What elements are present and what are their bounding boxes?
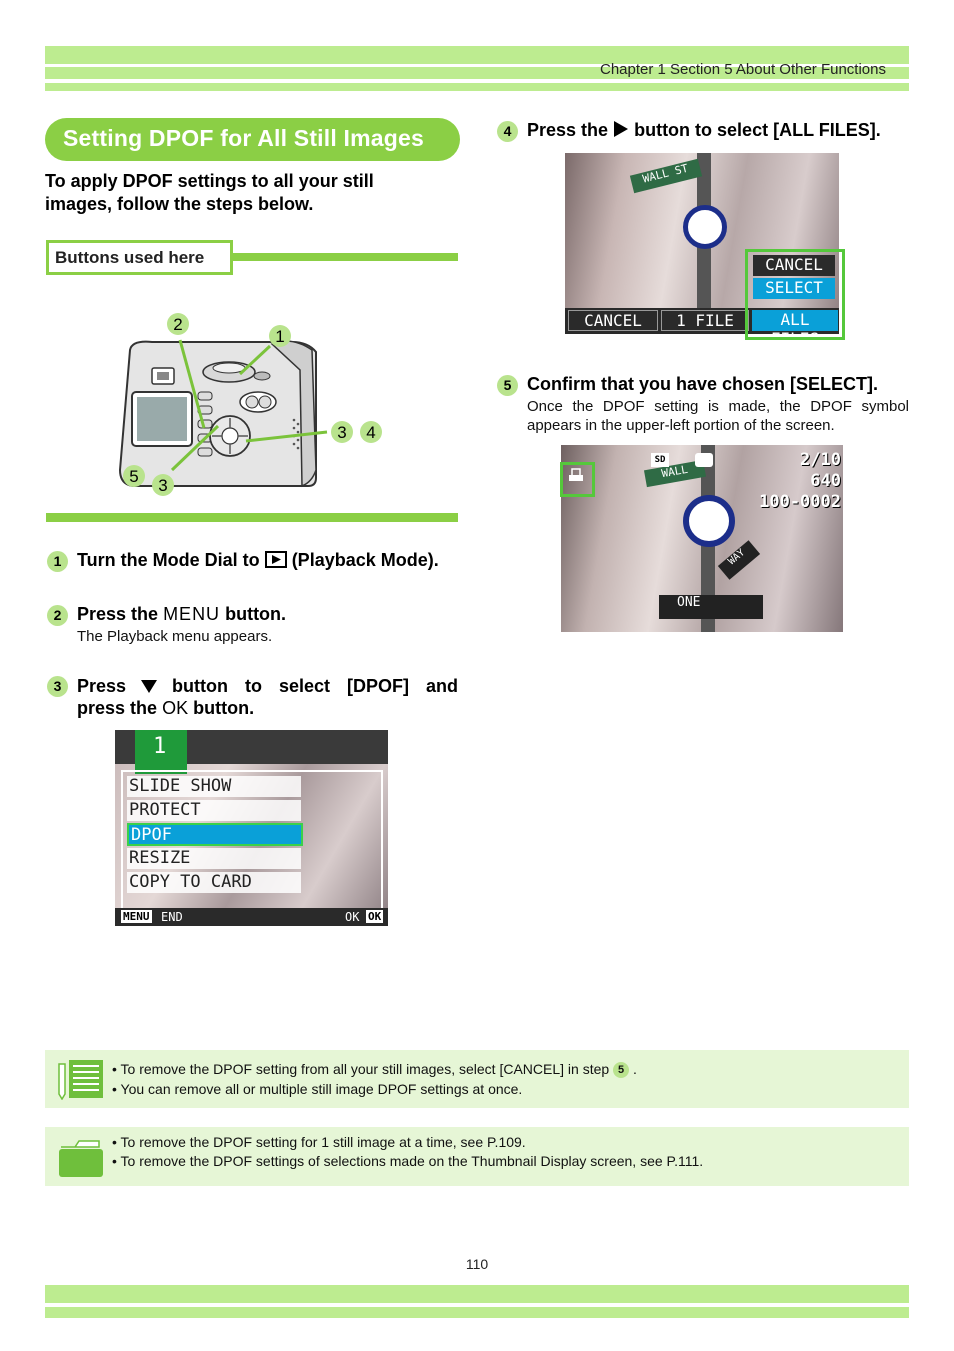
- step-2-heading: Press the MENU button.: [77, 603, 286, 625]
- menu-tab: 1: [135, 730, 187, 774]
- memo-line-1-end: .: [632, 1061, 637, 1077]
- right-triangle-icon: [614, 121, 629, 137]
- step-4-number: 4: [497, 121, 518, 142]
- step-5-number: 5: [497, 375, 518, 396]
- callout-1: 1: [275, 327, 284, 346]
- menu-ok-badge: OK: [366, 910, 384, 923]
- menu-button-word: MENU: [163, 604, 221, 624]
- buttons-used-label: Buttons used here: [55, 248, 205, 267]
- step-1-text-pre: Turn the Mode Dial to: [77, 550, 260, 570]
- step-3-line2-post: button.: [193, 698, 255, 718]
- callout-3b: 3: [158, 476, 167, 495]
- one-way-sign: ONE: [659, 595, 763, 619]
- step-1-number: 1: [47, 551, 68, 572]
- folder-reference-icon: [59, 1140, 103, 1177]
- way-sign: WAY: [717, 540, 761, 580]
- menu-end-label: END: [161, 910, 183, 924]
- bar-1-file[interactable]: 1 FILE: [661, 310, 749, 331]
- menu-key-badge: MENU: [121, 910, 152, 923]
- step-1-text-post: (Playback Mode).: [291, 550, 439, 570]
- chapter-heading: Chapter 1 Section 5 About Other Function…: [599, 61, 886, 78]
- step-5-body-line-2: appears in the upper-left portion of the…: [527, 417, 835, 434]
- playback-menu-screen: 1 SLIDE SHOW PROTECT DPOF RESIZE COPY TO…: [115, 730, 388, 926]
- reference-note: • To remove the DPOF setting for 1 still…: [45, 1127, 909, 1186]
- step-3-heading: Press button to select [DPOF] and press …: [77, 675, 458, 719]
- step-3-line2-pre: press the: [77, 698, 158, 718]
- footer-band-top: [45, 1285, 909, 1303]
- camera-illustration: 2 1 3 4 5 3: [118, 313, 382, 496]
- menu-item-dpof[interactable]: DPOF: [127, 823, 303, 846]
- footer-band-bottom: [45, 1307, 909, 1318]
- camera-mode-icon: [695, 453, 713, 467]
- buttons-used-label-box: Buttons used here: [46, 240, 233, 275]
- reference-line-2: • To remove the DPOF settings of selecti…: [112, 1153, 704, 1169]
- all-files-select-screen: WALL ST CANCEL SELECT CANCEL 1 FILE ALL …: [565, 153, 839, 334]
- step-5-heading: Confirm that you have chosen [SELECT].: [527, 374, 879, 394]
- callout-3: 3: [337, 423, 346, 442]
- intro-line-1: To apply DPOF settings to all your still: [45, 171, 374, 191]
- popup-select[interactable]: SELECT: [753, 278, 835, 299]
- popup-cancel[interactable]: CANCEL: [753, 255, 835, 276]
- sd-card-icon: SD: [651, 453, 669, 467]
- image-size: 640: [810, 471, 841, 491]
- step-2-text-pre: Press the: [77, 604, 159, 624]
- ok-button-word: OK: [162, 698, 189, 718]
- section-title: Setting DPOF for All Still Images: [63, 125, 425, 151]
- step-4-text-pre: Press the: [527, 120, 609, 140]
- bar-cancel[interactable]: CANCEL: [568, 310, 658, 331]
- step-4-text-post: button to select [ALL FILES].: [634, 120, 881, 140]
- memo-pad-icon: [58, 1060, 103, 1100]
- memo-note: • To remove the DPOF setting from all yo…: [45, 1050, 909, 1108]
- callout-5: 5: [129, 467, 138, 486]
- step-1-heading: Turn the Mode Dial to (Playback Mode).: [77, 549, 439, 571]
- callout-4: 4: [366, 423, 375, 442]
- step-3-number: 3: [47, 676, 68, 697]
- section-separator: [46, 513, 458, 522]
- round-sign: [683, 495, 735, 547]
- header-band-mid: [45, 67, 909, 79]
- step-3-text-pre: Press: [77, 676, 127, 696]
- intro-text: To apply DPOF settings to all your still…: [45, 170, 445, 216]
- header-band-bottom: [45, 83, 909, 91]
- callout-2: 2: [173, 315, 182, 334]
- memo-line-1-text: • To remove the DPOF setting from all yo…: [112, 1061, 610, 1077]
- round-sign: [683, 205, 727, 249]
- menu-bottom-bar: [115, 908, 388, 926]
- step-4-heading: Press the button to select [ALL FILES].: [527, 119, 881, 141]
- menu-item-protect[interactable]: PROTECT: [127, 800, 301, 821]
- intro-line-2: images, follow the steps below.: [45, 194, 314, 214]
- menu-item-slide-show[interactable]: SLIDE SHOW: [127, 776, 301, 797]
- step-2-text-post: button.: [225, 604, 287, 624]
- section-title-pill: Setting DPOF for All Still Images: [45, 118, 460, 161]
- step-3-line-1: Press button to select [DPOF] and: [77, 675, 458, 697]
- menu-item-copy-to-card[interactable]: COPY TO CARD: [127, 872, 301, 893]
- reference-line-1: • To remove the DPOF setting for 1 still…: [112, 1134, 526, 1150]
- bar-all-files[interactable]: ALL FILES: [752, 310, 838, 334]
- step-2-body: The Playback menu appears.: [77, 628, 273, 645]
- file-number: 100-0002: [759, 492, 841, 512]
- down-triangle-icon: [141, 680, 158, 693]
- dpof-symbol-highlight: [560, 462, 595, 497]
- memo-line-2: • You can remove all or multiple still i…: [112, 1081, 523, 1097]
- memo-step-ref: 5: [613, 1062, 630, 1079]
- page-number: 110: [465, 1256, 489, 1272]
- wall-st-sign: WALL ST: [629, 158, 703, 194]
- step-3-line-2: press the OK button.: [77, 697, 458, 719]
- step-5-body: Once the DPOF setting is made, the DPOF …: [527, 397, 909, 435]
- buttons-used-rule: [233, 253, 458, 261]
- step-3-text-mid: button to select [DPOF] and: [171, 676, 458, 696]
- select-highlight-box: [745, 249, 845, 340]
- memo-line-1: • To remove the DPOF setting from all yo…: [112, 1061, 637, 1079]
- menu-item-resize[interactable]: RESIZE: [127, 848, 301, 869]
- header-band-top: [45, 46, 909, 64]
- dpof-confirm-screen: WALL WAY ONE SD 2/10 640 100-0002: [561, 445, 843, 632]
- dpof-print-icon: [569, 468, 583, 481]
- menu-ok-label: OK: [345, 910, 360, 924]
- playback-mode-icon: [264, 551, 287, 568]
- frame-count: 2/10: [800, 450, 841, 470]
- step-5-body-line-1: Once the DPOF setting is made, the DPOF …: [527, 398, 909, 415]
- step-2-number: 2: [47, 605, 68, 626]
